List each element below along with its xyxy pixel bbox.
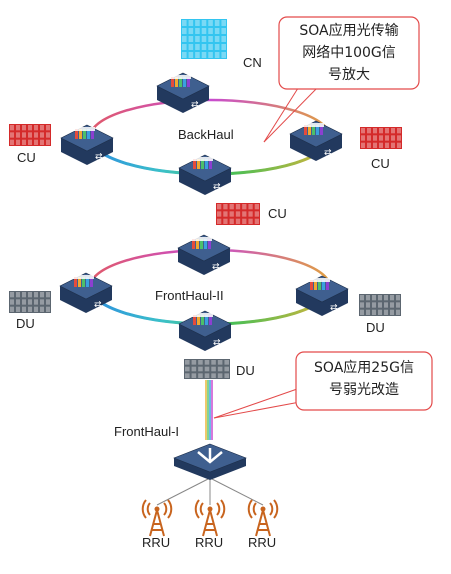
svg-text:⇄: ⇄ (213, 182, 221, 192)
fronthaul2-device-right: ⇄ (295, 275, 349, 316)
fronthaul1-label: FrontHaul-I (114, 424, 180, 439)
callout-text-fronthaul: SOA应用25G信 号弱光改造 (296, 357, 432, 401)
rru-label-2: RRU (195, 535, 224, 550)
callout-pointer-fronthaul-b (213, 401, 301, 419)
backhaul-label: BackHaul (178, 127, 234, 142)
svg-text:⇄: ⇄ (191, 100, 199, 110)
svg-text:⇄: ⇄ (330, 303, 338, 313)
callout-pointer-backhaul (263, 84, 301, 143)
callout-fronthaul-line-1: SOA应用25G信 (314, 360, 414, 376)
callout-backhaul-line-2: 网络中100G信 (302, 45, 396, 61)
backhaul-device-bottom: ⇄ (178, 154, 232, 195)
callout-box-fronthaul (295, 351, 433, 411)
rru-antenna-icon-3 (247, 499, 279, 537)
fronthaul2-device-bottom: ⇄ (178, 310, 232, 351)
callout-fronthaul-line-2: 号弱光改造 (329, 382, 399, 398)
rru-link-right (209, 477, 264, 506)
du-bottom-server-icon (184, 359, 230, 379)
backhaul-device-top: ⇄ (156, 72, 210, 113)
svg-text:⇄: ⇄ (212, 262, 220, 272)
cu-mid-server-icon (216, 203, 260, 225)
cu-mid-label: CU (268, 206, 287, 221)
du-bottom-label: DU (236, 363, 255, 378)
du-right-label: DU (366, 320, 385, 335)
callout-text-backhaul: SOA应用光传输 网络中100G信 号放大 (279, 20, 419, 86)
svg-text:⇄: ⇄ (213, 338, 221, 348)
rru-link-left (156, 477, 211, 506)
cu-right-server-icon (360, 127, 402, 149)
cn-label: CN (243, 55, 262, 70)
fronthaul2-device-left: ⇄ (59, 272, 113, 313)
fronthaul2-label: FrontHaul-II (155, 288, 224, 303)
cu-left-server-icon (9, 124, 51, 146)
fronthaul2-device-top: ⇄ (177, 234, 231, 275)
rru-label-1: RRU (142, 535, 171, 550)
rru-antenna-icon-2 (194, 499, 226, 537)
rru-label-3: RRU (248, 535, 277, 550)
fronthaul1-fiber (205, 380, 213, 440)
du-right-server-icon (359, 294, 401, 316)
callout-box-backhaul (278, 16, 420, 90)
callout-backhaul-line-1: SOA应用光传输 (299, 23, 399, 39)
fronthaul1-device (173, 443, 247, 480)
du-left-server-icon (9, 291, 51, 313)
cu-right-label: CU (371, 156, 390, 171)
svg-text:⇄: ⇄ (324, 148, 332, 158)
callout-backhaul-line-3: 号放大 (328, 67, 370, 83)
backhaul-device-left: ⇄ (60, 124, 114, 165)
cu-left-label: CU (17, 150, 36, 165)
du-left-label: DU (16, 316, 35, 331)
cn-server-icon (181, 19, 227, 59)
svg-text:⇄: ⇄ (94, 300, 102, 310)
callout-pointer-fronthaul (213, 387, 301, 419)
backhaul-device-right: ⇄ (289, 120, 343, 161)
svg-text:⇄: ⇄ (95, 152, 103, 162)
rru-antenna-icon-1 (141, 499, 173, 537)
callout-pointer-backhaul-b (263, 84, 321, 143)
